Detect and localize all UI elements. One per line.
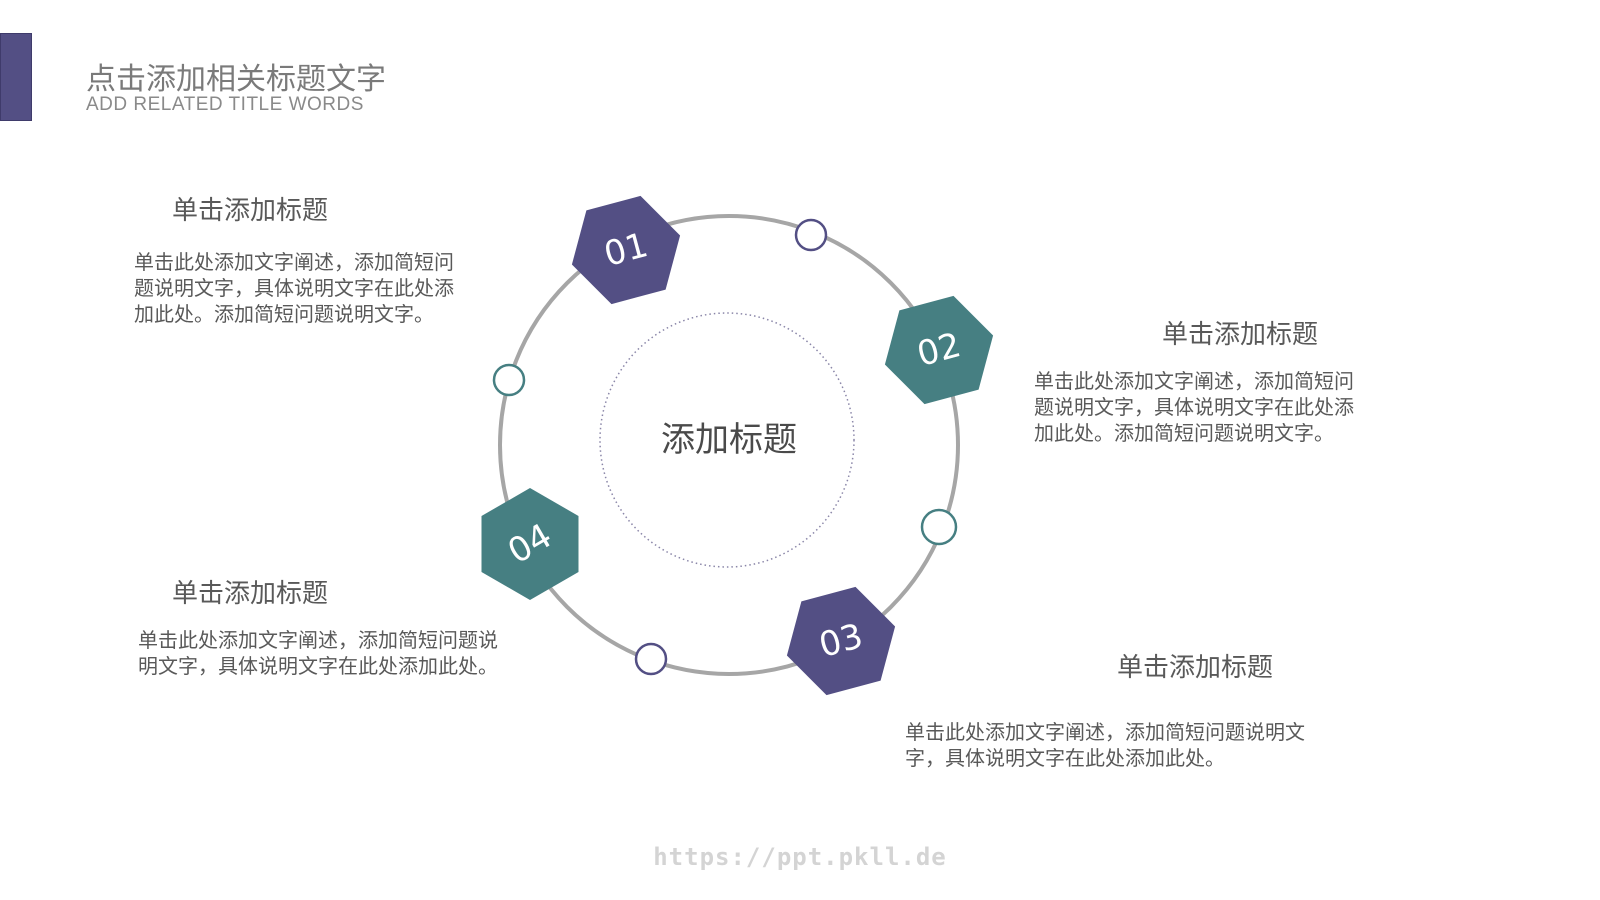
block-2-text: 单击此处添加文字阐述，添加简短问题说明文字，具体说明文字在此处添加此处。添加简短… <box>1034 369 1354 445</box>
inner-dotted-circle <box>599 312 855 568</box>
hex-node-03: 03 <box>786 586 896 696</box>
connector-circle <box>634 642 668 676</box>
title-accent-bar <box>0 33 32 121</box>
block-1-text: 单击此处添加文字阐述，添加简短问题说明文字，具体说明文字在此处添加此处。添加简短… <box>134 250 454 326</box>
hexagon-shape <box>571 195 681 305</box>
page-subtitle: ADD RELATED TITLE WORDS <box>86 94 364 115</box>
hex-node-04: 04 <box>481 487 579 601</box>
block-4-text: 单击此处添加文字阐述，添加简短问题说明文字，具体说明文字在此处添加此处。 <box>905 720 1305 770</box>
block-2-title: 单击添加标题 <box>1162 320 1319 350</box>
connector-circle <box>920 508 958 546</box>
connector-circle <box>492 363 526 397</box>
block-3-title: 单击添加标题 <box>172 579 329 609</box>
block-1-title: 单击添加标题 <box>172 196 329 226</box>
hexagon-shape <box>481 487 579 601</box>
watermark: https://ppt.pkll.de <box>653 843 947 871</box>
block-3-text: 单击此处添加文字阐述，添加简短问题说明文字，具体说明文字在此处添加此处。 <box>138 628 498 678</box>
hex-node-01: 01 <box>571 195 681 305</box>
center-label: 添加标题 <box>661 420 797 460</box>
hexagon-shape <box>786 586 896 696</box>
hex-node-02: 02 <box>884 295 994 405</box>
connector-circle <box>794 218 828 252</box>
hexagon-shape <box>884 295 994 405</box>
block-4-title: 单击添加标题 <box>1117 653 1274 683</box>
outer-ring <box>498 214 960 676</box>
page-title: 点击添加相关标题文字 <box>86 62 386 97</box>
